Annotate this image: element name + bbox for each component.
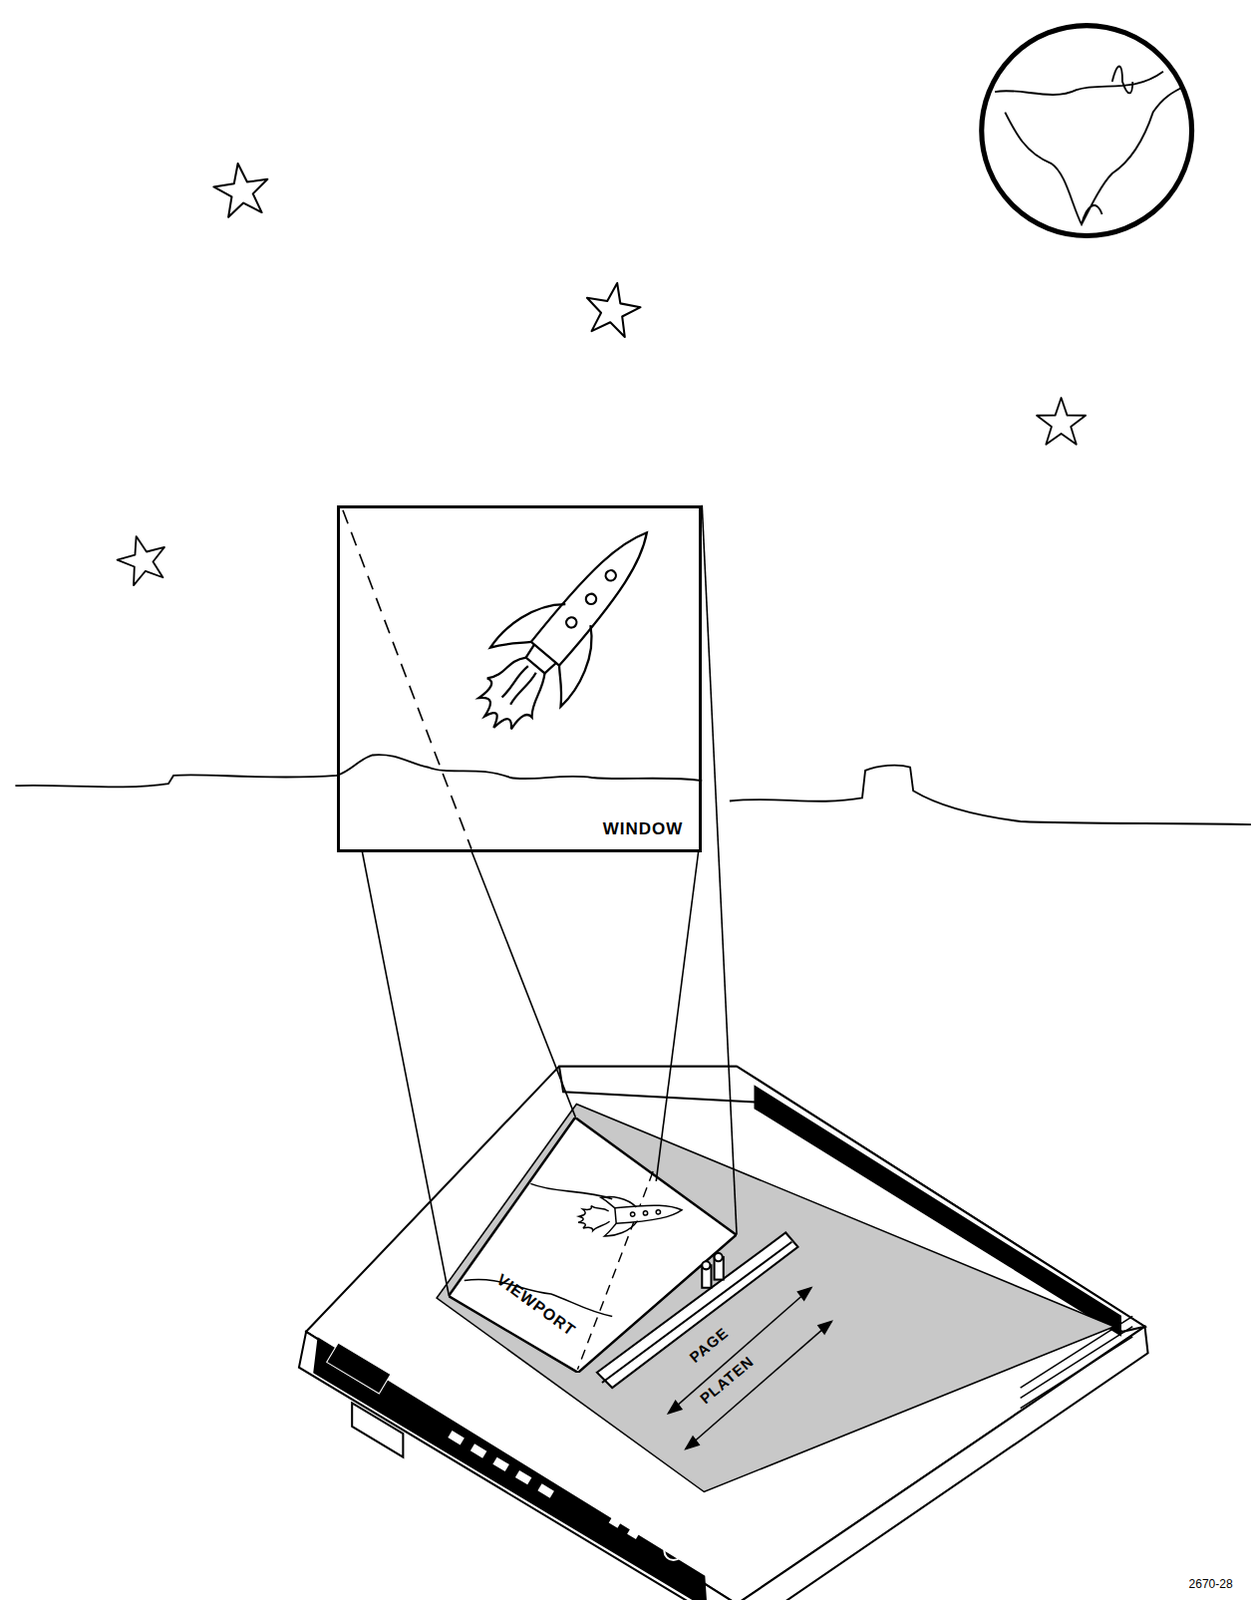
plotter-body <box>299 1066 1149 1600</box>
control-keys <box>447 1410 682 1562</box>
projection-line-stroke <box>655 852 698 1182</box>
star <box>1036 397 1086 445</box>
star <box>211 159 273 219</box>
dashed-guide <box>342 510 472 850</box>
projection-line-stroke <box>361 852 449 1296</box>
horizon-line <box>14 754 702 787</box>
dimension-arrows <box>667 1287 832 1450</box>
figure-number: 2670-28 <box>1189 1576 1234 1591</box>
projection-line-stroke <box>471 852 576 1118</box>
projection-line <box>471 852 576 1118</box>
projection-line-stroke <box>701 505 737 1236</box>
viewport-shape <box>448 1117 737 1373</box>
star <box>581 278 644 339</box>
star <box>112 530 172 589</box>
earth-globe <box>981 25 1193 237</box>
horizon-line <box>729 765 1251 825</box>
projection-line <box>701 505 737 1236</box>
node-label: WINDOW <box>603 819 684 840</box>
window-frame: WINDOW <box>336 505 702 853</box>
projection-line <box>361 852 449 1296</box>
viewport-outline <box>448 1117 737 1373</box>
viewport-area: VIEWPORT <box>448 1117 737 1373</box>
projection-line <box>655 852 698 1182</box>
rocket <box>451 502 682 753</box>
